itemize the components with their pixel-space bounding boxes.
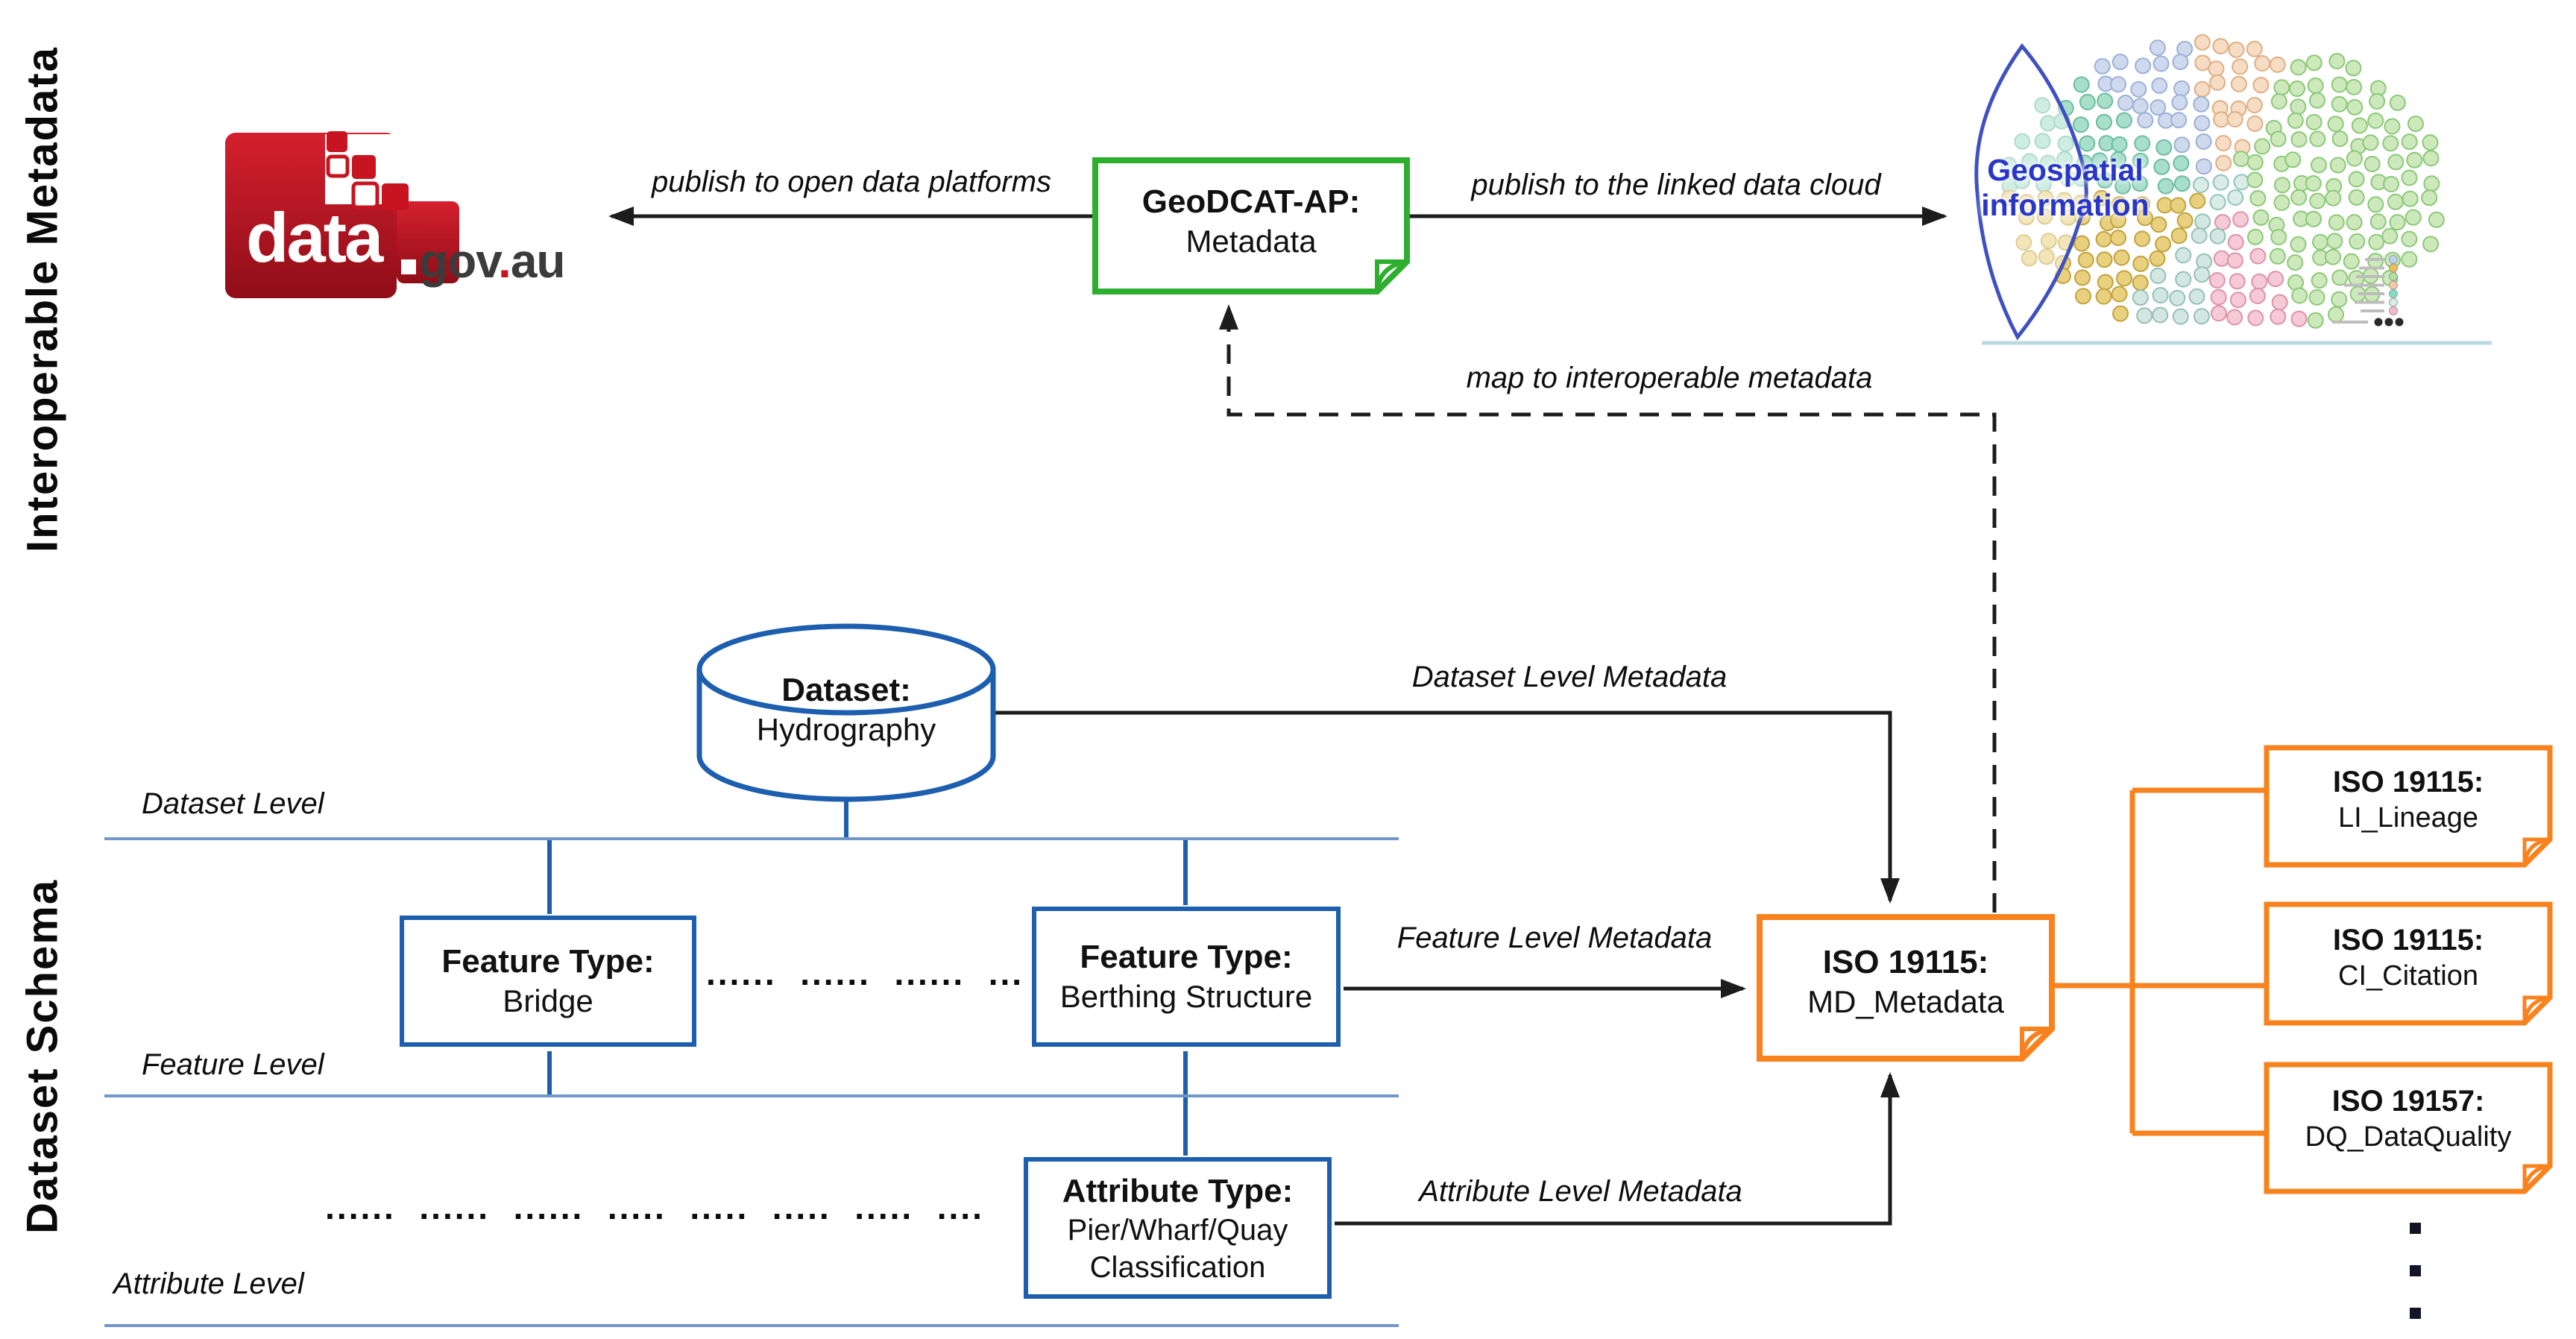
iso-ci-title: ISO 19115: xyxy=(2332,924,2484,957)
feature-level-label: Feature Level xyxy=(142,1048,324,1081)
publish-linked-data-label: publish to the linked data cloud xyxy=(1471,168,1881,201)
dataset-level-metadata-label: Dataset Level Metadata xyxy=(1411,661,1728,693)
interoperable-metadata-axis-label: Interoperable Metadata xyxy=(18,46,67,553)
map-interoperable-label: map to interoperable metadata xyxy=(1466,362,1873,394)
attribute-level-label: Attribute Level xyxy=(113,1267,304,1300)
vertical-ellipsis-dot xyxy=(2410,1223,2421,1234)
geospatial-lens-outline xyxy=(1974,42,2088,341)
dataset-subtitle: Hydrography xyxy=(756,712,936,748)
iso-dq-subtitle: DQ_DataQuality xyxy=(2305,1121,2512,1153)
iso-md-subtitle: MD_Metadata xyxy=(1807,984,2004,1020)
dataset-schema-axis-label: Dataset Schema xyxy=(18,878,67,1235)
attribute-level-metadata-label: Attribute Level Metadata xyxy=(1419,1175,1742,1208)
dataset-cylinder: Dataset: Hydrography xyxy=(712,665,980,754)
iso-li-title: ISO 19115: xyxy=(2332,766,2484,799)
attribute-type-box: Attribute Type: Pier/Wharf/Quay Classifi… xyxy=(1024,1157,1332,1299)
linked-data-cloud xyxy=(2000,34,2445,329)
feature-level-metadata-label: Feature Level Metadata xyxy=(1396,921,1713,954)
iso-ci-subtitle: CI_Citation xyxy=(2338,960,2478,992)
arrow-lines xyxy=(608,207,1997,1226)
feature-row-ellipsis: ...... ...... ...... ... xyxy=(705,954,1024,992)
geodcat-box: GeoDCAT-AP: Metadata xyxy=(1103,176,1399,267)
iso-dq-dataquality-box: ISO 19157: DQ_DataQuality xyxy=(2274,1080,2542,1159)
iso-li-subtitle: LI_Lineage xyxy=(2337,802,2479,834)
geodcat-subtitle: Metadata xyxy=(1185,224,1317,259)
publish-open-data-label: publish to open data platforms xyxy=(652,166,1051,198)
berthing-title: Feature Type: xyxy=(1080,939,1293,976)
vertical-ellipsis-dot xyxy=(2410,1308,2421,1319)
feature-type-berthing-box: Feature Type: Berthing Structure xyxy=(1032,907,1341,1047)
logo-au-word: au xyxy=(510,234,566,288)
attribute-line2: Pier/Wharf/Quay xyxy=(1067,1213,1288,1247)
cloud-legend xyxy=(2332,255,2404,327)
logo-data-text: data xyxy=(246,198,383,277)
logo-gov-word: gov xyxy=(419,234,499,288)
logo-red-dot: . xyxy=(498,234,511,288)
iso-connectors xyxy=(2053,787,2265,1136)
geospatial-label-line2: information xyxy=(1981,188,2150,223)
dataset-title: Dataset: xyxy=(781,672,911,709)
attribute-line3: Classification xyxy=(1089,1250,1266,1284)
iso-dq-title: ISO 19157: xyxy=(2331,1085,2485,1118)
feature-type-bridge-box: Feature Type: Bridge xyxy=(400,916,696,1047)
datagovau-logo-graphic xyxy=(225,131,459,298)
attribute-title: Attribute Type: xyxy=(1062,1172,1294,1209)
note-box-outlines xyxy=(1092,157,2553,1194)
iso-ci-citation-box: ISO 19115: CI_Citation xyxy=(2274,919,2542,998)
vertical-ellipsis-dot xyxy=(2410,1265,2421,1276)
berthing-subtitle: Berthing Structure xyxy=(1059,979,1313,1015)
logo-gov-text: gov.au xyxy=(419,237,565,285)
attribute-row-ellipsis: ...... ...... ...... ..... ..... ..... .… xyxy=(325,1188,984,1226)
schema-connectors xyxy=(547,799,1188,1156)
dataset-cylinder-shape xyxy=(696,623,996,802)
geodcat-title: GeoDCAT-AP: xyxy=(1141,183,1361,221)
datagovau-logo: data gov.au xyxy=(224,128,835,307)
bridge-title: Feature Type: xyxy=(441,943,655,980)
dataset-level-label: Dataset Level xyxy=(142,787,324,820)
iso-li-lineage-box: ISO 19115: LI_Lineage xyxy=(2274,760,2542,839)
iso-md-metadata-box: ISO 19115: MD_Metadata xyxy=(1767,938,2044,1026)
bridge-subtitle: Bridge xyxy=(503,983,593,1019)
geospatial-information-label: Geospatial information xyxy=(1976,153,2155,223)
geospatial-label-line1: Geospatial xyxy=(1987,153,2144,187)
level-separator-lines xyxy=(104,837,1399,1327)
iso-md-title: ISO 19115: xyxy=(1822,944,1989,981)
